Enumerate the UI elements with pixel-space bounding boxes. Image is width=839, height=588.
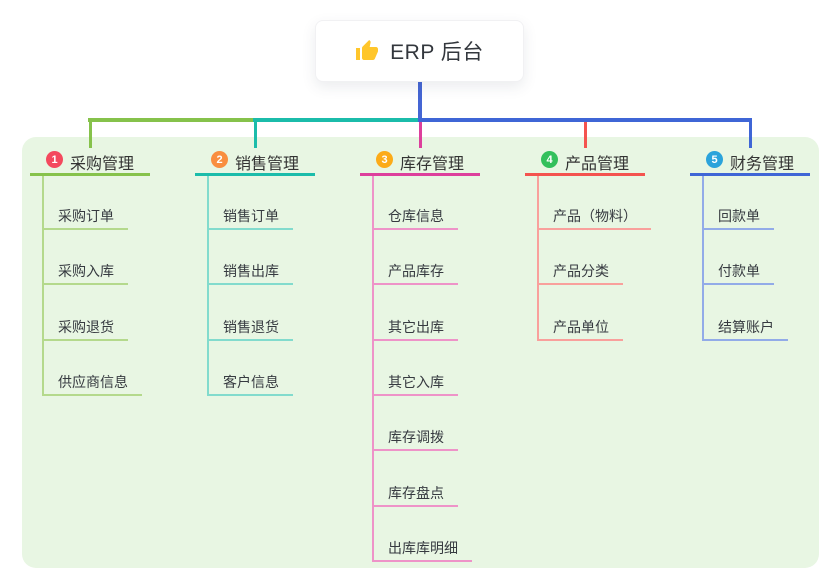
child-node[interactable]: 销售订单 (223, 208, 279, 224)
branch-drop-line (254, 122, 257, 148)
child-underline (207, 228, 293, 230)
branch-drop-line (419, 122, 422, 148)
child-underline (372, 505, 458, 507)
branch-node-1[interactable]: 采购管理 (70, 156, 135, 173)
child-node[interactable]: 产品库存 (388, 263, 444, 279)
child-node[interactable]: 销售出库 (223, 263, 279, 279)
thumbs-up-icon (356, 40, 379, 60)
branch-node-5[interactable]: 财务管理 (730, 156, 795, 173)
child-node[interactable]: 采购订单 (58, 208, 114, 224)
child-node[interactable]: 产品（物料） (553, 208, 637, 224)
branch-node-2[interactable]: 销售管理 (235, 156, 300, 173)
branch-underline (30, 173, 150, 176)
child-underline (702, 283, 774, 285)
branch-node-4[interactable]: 产品管理 (565, 156, 630, 173)
child-node[interactable]: 付款单 (718, 263, 760, 279)
branch-drop-line (749, 122, 752, 148)
child-node[interactable]: 其它入库 (388, 374, 444, 390)
child-underline (372, 560, 472, 562)
root-node[interactable]: ERP 后台 (315, 20, 524, 82)
child-node[interactable]: 其它出库 (388, 319, 444, 335)
branch-number-badge: 1 (46, 151, 63, 168)
child-underline (702, 228, 774, 230)
bus-line-segment (88, 118, 257, 122)
branch-spine-line (42, 176, 44, 396)
branch-underline (525, 173, 645, 176)
child-underline (537, 339, 623, 341)
child-underline (702, 339, 788, 341)
child-node[interactable]: 出库库明细 (388, 540, 458, 556)
branch-drop-line (584, 122, 587, 148)
child-underline (372, 449, 458, 451)
child-node[interactable]: 供应商信息 (58, 374, 128, 390)
child-node[interactable]: 仓库信息 (388, 208, 444, 224)
child-underline (372, 283, 458, 285)
child-underline (372, 339, 458, 341)
child-node[interactable]: 回款单 (718, 208, 760, 224)
child-underline (372, 394, 458, 396)
child-node[interactable]: 产品单位 (553, 319, 609, 335)
branch-number-badge: 4 (541, 151, 558, 168)
child-underline (42, 339, 128, 341)
branch-spine-line (702, 176, 704, 341)
root-connector-line (418, 82, 422, 122)
child-underline (42, 394, 142, 396)
branch-underline (195, 173, 315, 176)
child-node[interactable]: 销售退货 (223, 319, 279, 335)
child-underline (372, 228, 458, 230)
child-node[interactable]: 采购退货 (58, 319, 114, 335)
child-underline (207, 339, 293, 341)
child-underline (207, 394, 293, 396)
child-underline (207, 283, 293, 285)
bus-line-segment (253, 118, 422, 122)
branch-node-3[interactable]: 库存管理 (400, 156, 465, 173)
branch-spine-line (372, 176, 374, 562)
child-node[interactable]: 库存盘点 (388, 485, 444, 501)
branch-spine-line (207, 176, 209, 396)
bus-line-segment (418, 118, 752, 122)
child-node[interactable]: 库存调拨 (388, 429, 444, 445)
branch-number-badge: 5 (706, 151, 723, 168)
branch-drop-line (89, 122, 92, 148)
branches-panel (22, 137, 819, 568)
child-underline (42, 228, 128, 230)
child-underline (537, 283, 623, 285)
child-node[interactable]: 产品分类 (553, 263, 609, 279)
child-underline (42, 283, 128, 285)
child-node[interactable]: 客户信息 (223, 374, 279, 390)
branch-number-badge: 2 (211, 151, 228, 168)
branch-number-badge: 3 (376, 151, 393, 168)
branch-underline (690, 173, 810, 176)
branch-underline (360, 173, 480, 176)
child-underline (537, 228, 651, 230)
root-node-label: ERP 后台 (390, 41, 484, 64)
child-node[interactable]: 采购入库 (58, 263, 114, 279)
branch-spine-line (537, 176, 539, 341)
child-node[interactable]: 结算账户 (718, 319, 774, 335)
